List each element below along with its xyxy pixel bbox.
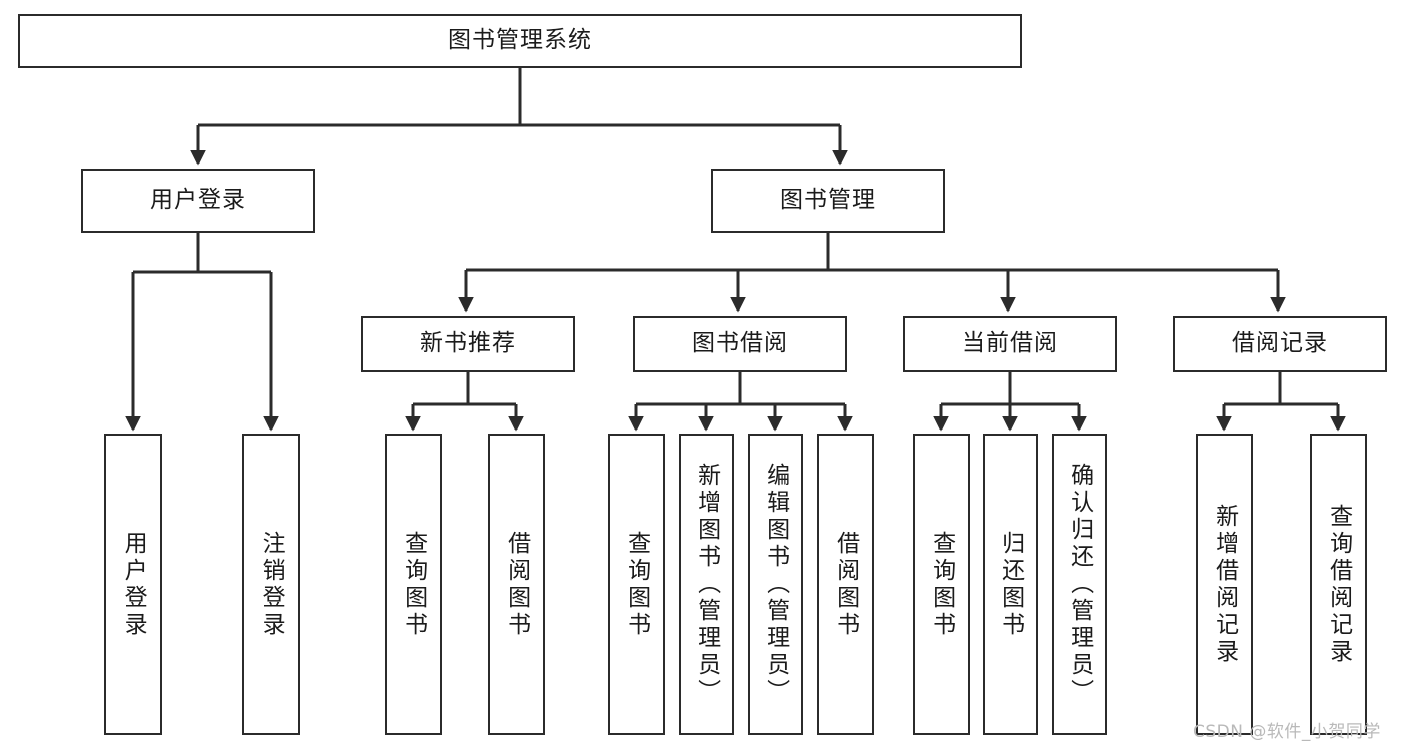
csdn-watermark: CSDN @软件_小贺同学 (1193, 722, 1381, 742)
node-leaf-add-book-label: 新增图书（管理员） (693, 463, 720, 706)
node-leaf-query-record-label: 查询借阅记录 (1325, 503, 1352, 666)
node-leaf-borrow-book-2-label: 借阅图书 (832, 530, 859, 639)
node-leaf-user-logout[interactable]: 注销登录 (242, 434, 300, 735)
node-user-login[interactable]: 用户登录 (81, 169, 315, 233)
node-book-management[interactable]: 图书管理 (711, 169, 945, 233)
node-leaf-query-book-1[interactable]: 查询图书 (385, 434, 442, 735)
node-leaf-return-book[interactable]: 归还图书 (983, 434, 1038, 735)
node-leaf-user-login-label: 用户登录 (120, 530, 147, 639)
node-borrow-record[interactable]: 借阅记录 (1173, 316, 1387, 372)
node-leaf-edit-book-label: 编辑图书（管理员） (762, 463, 789, 706)
node-leaf-add-record[interactable]: 新增借阅记录 (1196, 434, 1253, 735)
node-book-management-label: 图书管理 (780, 187, 876, 214)
node-new-book-recommend-label: 新书推荐 (420, 330, 516, 357)
node-current-borrow-label: 当前借阅 (962, 330, 1058, 357)
node-current-borrow[interactable]: 当前借阅 (903, 316, 1117, 372)
node-leaf-query-book-2-label: 查询图书 (623, 530, 650, 639)
node-leaf-edit-book[interactable]: 编辑图书（管理员） (748, 434, 803, 735)
node-book-borrow-label: 图书借阅 (692, 330, 788, 357)
node-user-login-label: 用户登录 (150, 187, 246, 214)
node-root[interactable]: 图书管理系统 (18, 14, 1022, 68)
node-leaf-borrow-book-2[interactable]: 借阅图书 (817, 434, 874, 735)
node-leaf-add-book[interactable]: 新增图书（管理员） (679, 434, 734, 735)
node-leaf-query-book-2[interactable]: 查询图书 (608, 434, 665, 735)
node-leaf-query-book-3-label: 查询图书 (928, 530, 955, 639)
node-leaf-borrow-book-1[interactable]: 借阅图书 (488, 434, 545, 735)
node-leaf-user-logout-label: 注销登录 (258, 530, 285, 639)
node-leaf-borrow-book-1-label: 借阅图书 (503, 530, 530, 639)
node-book-borrow[interactable]: 图书借阅 (633, 316, 847, 372)
node-leaf-return-book-label: 归还图书 (997, 530, 1024, 639)
node-borrow-record-label: 借阅记录 (1232, 330, 1328, 357)
node-new-book-recommend[interactable]: 新书推荐 (361, 316, 575, 372)
node-leaf-add-record-label: 新增借阅记录 (1211, 503, 1238, 666)
node-leaf-query-book-1-label: 查询图书 (400, 530, 427, 639)
node-leaf-query-book-3[interactable]: 查询图书 (913, 434, 970, 735)
node-leaf-user-login[interactable]: 用户登录 (104, 434, 162, 735)
node-root-label: 图书管理系统 (448, 27, 592, 54)
node-leaf-confirm-return-label: 确认归还（管理员） (1066, 463, 1093, 706)
node-leaf-query-record[interactable]: 查询借阅记录 (1310, 434, 1367, 735)
node-leaf-confirm-return[interactable]: 确认归还（管理员） (1052, 434, 1107, 735)
